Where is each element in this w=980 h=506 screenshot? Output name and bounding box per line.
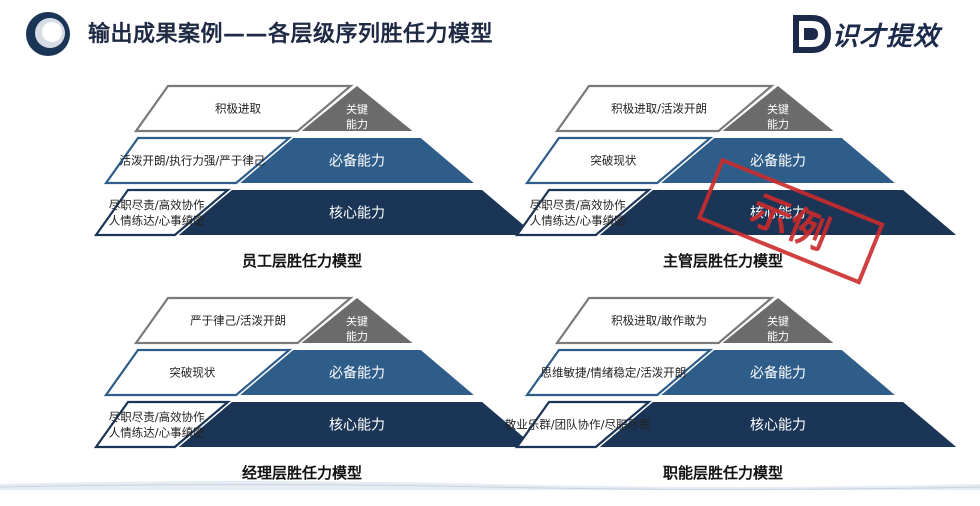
key-ability-tier [301,86,413,131]
core-ability-label: 核心能力 [329,418,385,434]
competency-text: 活泼开朗/执行力强/严于律己 [119,154,265,168]
competency-text: 思维敏捷/情绪稳定/活泼开朗 [540,366,686,380]
competency-text: 严于律己/活泼开朗 [190,314,286,328]
competency-text: 人情练达/心事缜密 [530,213,626,227]
pyramid-caption: 经理层胜任力模型 [241,464,362,482]
competency-box [514,400,652,449]
core-ability-tier [178,402,536,447]
pyramid-manager: 严于律己/活泼开朗 关键能力突破现状 必备能力尽职尽责/高效协作人情练达/心事缜密 核… [82,296,536,506]
key-ability-tier [722,298,834,343]
required-ability-tier [661,350,895,395]
key-ability-label: 关键 [346,314,368,328]
competency-box [103,348,293,397]
key-ability-tier [301,298,413,343]
brand-logo: 识才提效 [792,12,962,56]
core-ability-label: 核心能力 [329,206,385,222]
competency-text: 积极进取/活泼开朗 [611,102,707,116]
pyramid-caption: 职能层胜任力模型 [662,464,783,482]
competency-text: 突破现状 [169,366,215,380]
core-ability-tier [178,190,536,235]
core-ability-tier [599,190,957,235]
core-ability-tier [599,402,957,447]
competency-box [514,188,652,237]
competency-box [133,84,354,133]
competency-text: 尽职尽责/高效协作 [109,198,205,212]
competency-text: 积极进取 [215,102,261,116]
key-ability-label: 关键 [767,102,789,116]
core-ability-label: 核心能力 [750,206,806,222]
pyramid-functional: 积极进取/敢作敢为 关键能力思维敏捷/情绪稳定/活泼开朗 必备能力敬业乐群/团队协作… [503,296,957,506]
required-ability-label: 必备能力 [329,153,385,170]
sample-stamp: 示例 [696,157,885,285]
competency-box [554,296,775,345]
competency-box [93,188,231,237]
competency-text: 尽职尽责/高效协作 [109,410,205,424]
competency-text: 突破现状 [590,154,636,168]
key-ability-label: 能力 [767,117,789,131]
pyramid-employee: 积极进取 关键能力活泼开朗/执行力强/严于律己 必备能力尽职尽责/高效协作人情练达/… [82,84,536,294]
key-ability-label: 关键 [767,314,789,328]
pyramid-caption: 员工层胜任力模型 [241,252,362,270]
required-ability-label: 必备能力 [750,365,806,382]
core-ability-label: 核心能力 [750,418,806,434]
brand-d-icon [793,15,832,53]
required-ability-tier [240,350,474,395]
required-ability-tier [240,138,474,183]
competency-text: 人情练达/心事缜密 [109,425,205,439]
stamp-text: 示例 [744,187,835,260]
required-ability-label: 必备能力 [750,153,806,170]
competency-text: 尽职尽责/高效协作 [530,198,626,212]
key-ability-label: 关键 [346,102,368,116]
competency-box [103,136,293,185]
competency-box [524,348,714,397]
key-ability-label: 能力 [346,117,368,131]
competency-text: 敬业乐群/团队协作/尽职尽责 [505,418,651,432]
page-title: 输出成果案例——各层级序列胜任力模型 [88,22,494,47]
required-ability-label: 必备能力 [329,365,385,382]
competency-box [93,400,231,449]
competency-text: 人情练达/心事缜密 [109,213,205,227]
bottom-decoration [0,481,980,490]
pyramid-supervisor: 积极进取/活泼开朗 关键能力突破现状 必备能力尽职尽责/高效协作人情练达/心事缜密 核… [503,84,957,294]
competency-box [554,84,775,133]
competency-text: 积极进取/敢作敢为 [611,314,707,328]
competency-box [133,296,354,345]
competency-box [524,136,714,185]
key-ability-tier [722,86,834,131]
pyramid-caption: 主管层胜任力模型 [662,252,783,270]
logo-ring-icon [26,12,70,56]
key-ability-label: 能力 [346,329,368,343]
slide: 输出成果案例——各层级序列胜任力模型 识才提效 积极进取关键能力活泼开朗/执行力… [0,12,980,490]
brand-name: 识才提效 [832,22,941,52]
key-ability-label: 能力 [767,329,789,343]
